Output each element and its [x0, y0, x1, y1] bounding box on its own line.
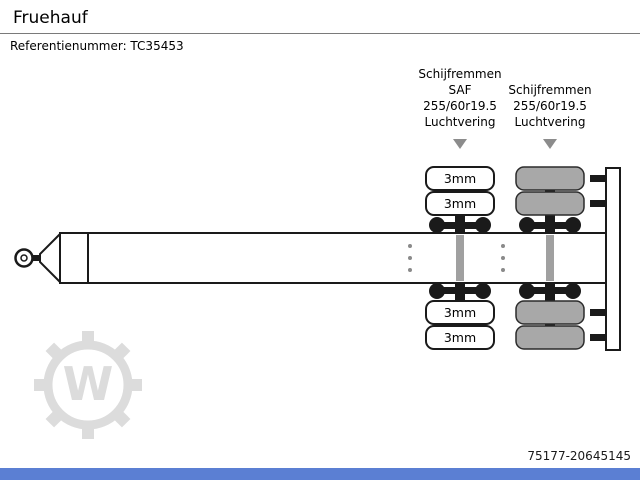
tire: 3mm — [425, 191, 495, 216]
annotation-line: Luchtvering — [514, 115, 586, 129]
tire — [515, 191, 585, 216]
annotation-line: Schijfremmen — [508, 83, 592, 97]
reference-number: Referentienummer: TC35453 — [10, 39, 184, 53]
watermark-logo: W — [34, 331, 142, 439]
axle2-pointer-icon — [543, 139, 557, 149]
axle1-pointer-icon — [453, 139, 467, 149]
tire-tread-label: 3mm — [444, 171, 476, 186]
chassis-frame — [39, 232, 607, 284]
annotation-line: Schijfremmen — [418, 67, 502, 81]
watermark-letter: W — [63, 357, 114, 411]
axle-2 — [515, 166, 585, 350]
tire-tread-label: 3mm — [444, 305, 476, 320]
tire — [515, 166, 585, 191]
axle-1: 3mm 3mm 3mm 3mm — [425, 166, 495, 350]
tire-tread-label: 3mm — [444, 330, 476, 345]
tire: 3mm — [425, 300, 495, 325]
drawbar-eye — [14, 248, 41, 268]
page-title: Fruehauf — [13, 8, 88, 28]
header-divider — [0, 33, 640, 34]
tire: 3mm — [425, 166, 495, 191]
rear-crossmember — [590, 167, 621, 351]
listing-id: 75177-20645145 — [527, 449, 631, 463]
annotation-line: SAF — [448, 83, 472, 97]
annotation-line: 255/60r19.5 — [423, 99, 497, 113]
annotation-line: Luchtvering — [424, 115, 496, 129]
tire — [515, 325, 585, 350]
tire — [515, 300, 585, 325]
tire-tread-label: 3mm — [444, 196, 476, 211]
tire: 3mm — [425, 325, 495, 350]
axle1-annotation: Schijfremmen SAF 255/60r19.5 Luchtvering — [405, 66, 515, 130]
frame-rivets — [408, 244, 505, 272]
footer-accent-bar — [0, 468, 640, 480]
annotation-line: 255/60r19.5 — [513, 99, 587, 113]
axle2-annotation: Schijfremmen 255/60r19.5 Luchtvering — [495, 82, 605, 130]
